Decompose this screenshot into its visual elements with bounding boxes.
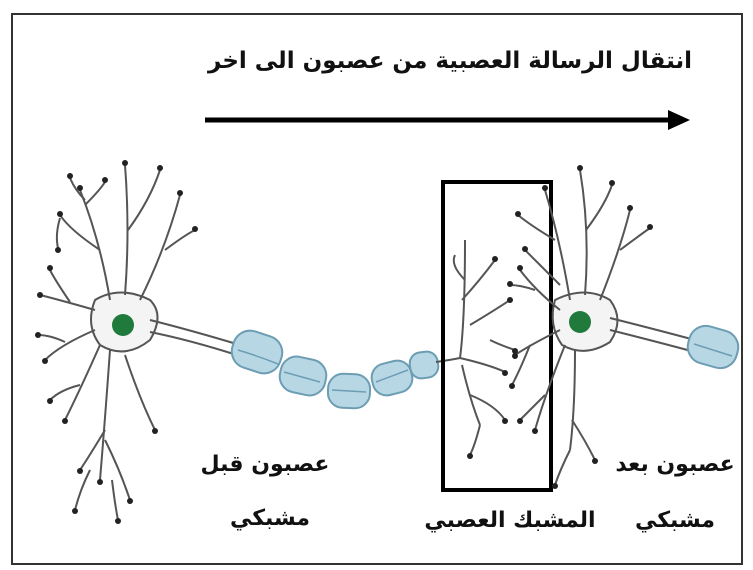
postsynaptic-label-line2: مشبكي bbox=[605, 508, 745, 533]
direction-arrow bbox=[205, 110, 690, 130]
presynaptic-label-line1: عصبون قبل bbox=[175, 452, 355, 477]
outer-frame bbox=[12, 14, 742, 564]
myelin-sheath bbox=[227, 326, 439, 409]
postsynaptic-myelin bbox=[684, 322, 743, 372]
presynaptic-nucleus bbox=[112, 314, 134, 336]
postsynaptic-label-line1: عصبون بعد bbox=[595, 452, 753, 477]
postsynaptic-nucleus bbox=[569, 311, 591, 333]
postsynaptic-neuron bbox=[510, 170, 695, 485]
synapse-label: المشبك العصبي bbox=[415, 508, 605, 533]
diagram-title: انتقال الرسالة العصبية من عصبون الى اخر bbox=[200, 48, 700, 74]
presynaptic-label-line2: مشبكي bbox=[200, 506, 340, 531]
